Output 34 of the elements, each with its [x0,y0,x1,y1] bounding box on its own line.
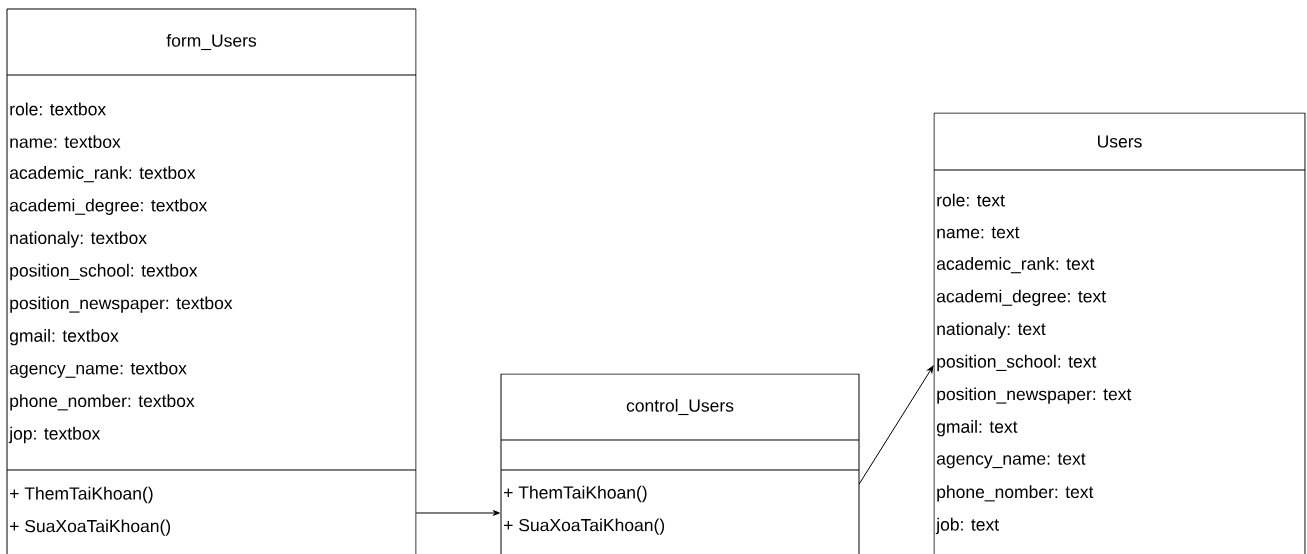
class-name: Users [1098,135,1142,148]
attribute-text: position_newspaper: text [937,387,1132,404]
arrow [415,510,500,516]
attribute-text: gmail: text [936,420,1018,437]
attribute-text: academi_degree: textbox [9,198,208,215]
attribute-text: gmail: textbox [9,329,119,346]
class-name: control_Users [626,398,734,416]
attribute-text: nationaly: textbox [10,231,147,248]
arrow [858,365,934,485]
method-text: + ThemTaiKhoan() [504,485,647,503]
attribute-text: agency_name: textbox [9,361,187,378]
attribute-text: academic_rank: textbox [9,166,196,183]
class-name: form_Users [166,33,257,51]
attribute-text: nationaly: text [937,322,1046,339]
attribute-text: agency_name: text [936,453,1086,469]
attribute-text: phone_nomber: textbox [10,394,195,411]
attribute-text: position_school: text [937,354,1097,372]
attribute-text: role: text [937,193,1005,207]
class-box [933,112,1306,554]
method-text: + SuaXoaTaiKhoan() [504,518,665,535]
attribute-text: position_newspaper: textbox [10,296,233,313]
attribute-text: name: text [937,226,1020,239]
attribute-text: name: textbox [10,135,121,148]
attribute-text: role: textbox [10,102,106,116]
attribute-text: job: text [935,517,999,535]
attribute-text: jop: textbox [8,426,101,444]
method-text: + ThemTaiKhoan() [10,486,153,504]
attribute-text: academi_degree: text [936,289,1106,306]
method-text: + SuaXoaTaiKhoan() [10,519,171,536]
attribute-text: phone_nomber: text [937,485,1094,502]
class-box [500,373,860,554]
attribute-text: academic_rank: text [936,257,1095,274]
class-box [6,8,417,554]
attribute-text: position_school: textbox [10,263,198,281]
